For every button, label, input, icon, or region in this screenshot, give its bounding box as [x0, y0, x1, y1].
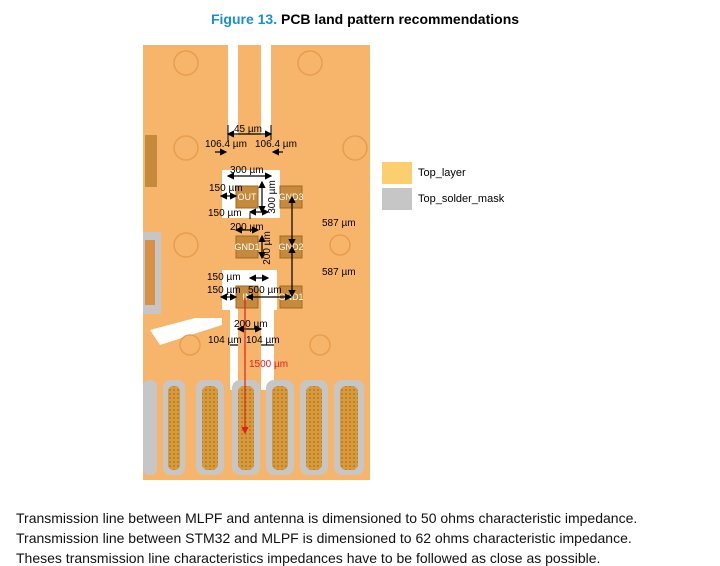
- top-trace: [238, 45, 261, 140]
- dim-label: 587 µm: [322, 267, 356, 278]
- paragraph-line: Theses transmission line characteristics…: [16, 550, 601, 566]
- legend-swatch: [382, 162, 412, 184]
- paragraph-line: Transmission line between STM32 and MLPF…: [16, 530, 632, 546]
- right-dark-pad: [145, 240, 155, 305]
- via: [329, 234, 351, 256]
- paragraph-line: Transmission line between MLPF and anten…: [16, 510, 638, 526]
- dim-label: 300 µm: [267, 180, 278, 214]
- connector-finger: [143, 380, 157, 475]
- dim-label: 200 µm: [230, 222, 264, 233]
- via: [309, 334, 331, 356]
- dim-label: 200 µm: [234, 319, 268, 330]
- connector-finger-fill: [306, 386, 322, 470]
- figure-title: PCB land pattern recommendations: [280, 11, 520, 27]
- pad-label: GND3: [278, 192, 303, 202]
- via: [173, 135, 199, 161]
- dim-label: 150 µm: [207, 285, 241, 296]
- dim-label: 150 µm: [208, 208, 242, 219]
- legend-swatch: [382, 188, 412, 210]
- dim-label: 104 µm: [246, 335, 280, 346]
- figure-caption: Figure 13. PCB land pattern recommendati…: [0, 11, 720, 27]
- bottom-trace: [238, 290, 261, 390]
- via: [342, 135, 368, 161]
- pad-gnd1-top: [235, 235, 259, 259]
- connector-finger-fill: [202, 386, 218, 470]
- dim-label: 500 µm: [248, 285, 282, 296]
- left-trace-branch: [150, 318, 222, 345]
- dim-label: 104 µm: [208, 335, 242, 346]
- pcb-land-pattern-diagram: OUT GND3 GND1 GND2 IN GND1 45 µm 106.4 µ…: [143, 45, 370, 480]
- dim-label: 106.4 µm: [205, 139, 247, 150]
- dim-label: 200 µm: [262, 231, 273, 265]
- connector-finger-fill: [272, 386, 288, 470]
- dim-label: 150 µm: [207, 272, 241, 283]
- dim-label-trace-length: 1500 µm: [249, 359, 288, 370]
- connector-finger-fill: [238, 386, 254, 470]
- dim-label: 300 µm: [230, 165, 264, 176]
- left-dark-pad: [145, 135, 157, 187]
- via: [173, 232, 199, 258]
- legend-label: Top_layer: [418, 167, 466, 179]
- dim-label: 587 µm: [322, 218, 356, 229]
- connector-finger-fill: [168, 386, 180, 470]
- pad-label: OUT: [238, 192, 258, 202]
- pad-label: GND1: [234, 242, 259, 252]
- figure-number: Figure 13.: [210, 11, 278, 27]
- legend-item-top-layer: Top_layer: [382, 162, 466, 184]
- via: [179, 334, 201, 356]
- via: [297, 50, 323, 76]
- dim-label: 150 µm: [209, 183, 243, 194]
- dim-label: 106.4 µm: [255, 139, 297, 150]
- connector-finger-fill: [340, 386, 358, 470]
- dim-label: 45 µm: [234, 124, 262, 135]
- pad-label: GND2: [278, 242, 303, 252]
- legend-item-top-solder-mask: Top_solder_mask: [382, 188, 504, 210]
- via: [173, 50, 199, 76]
- legend-label: Top_solder_mask: [418, 193, 505, 205]
